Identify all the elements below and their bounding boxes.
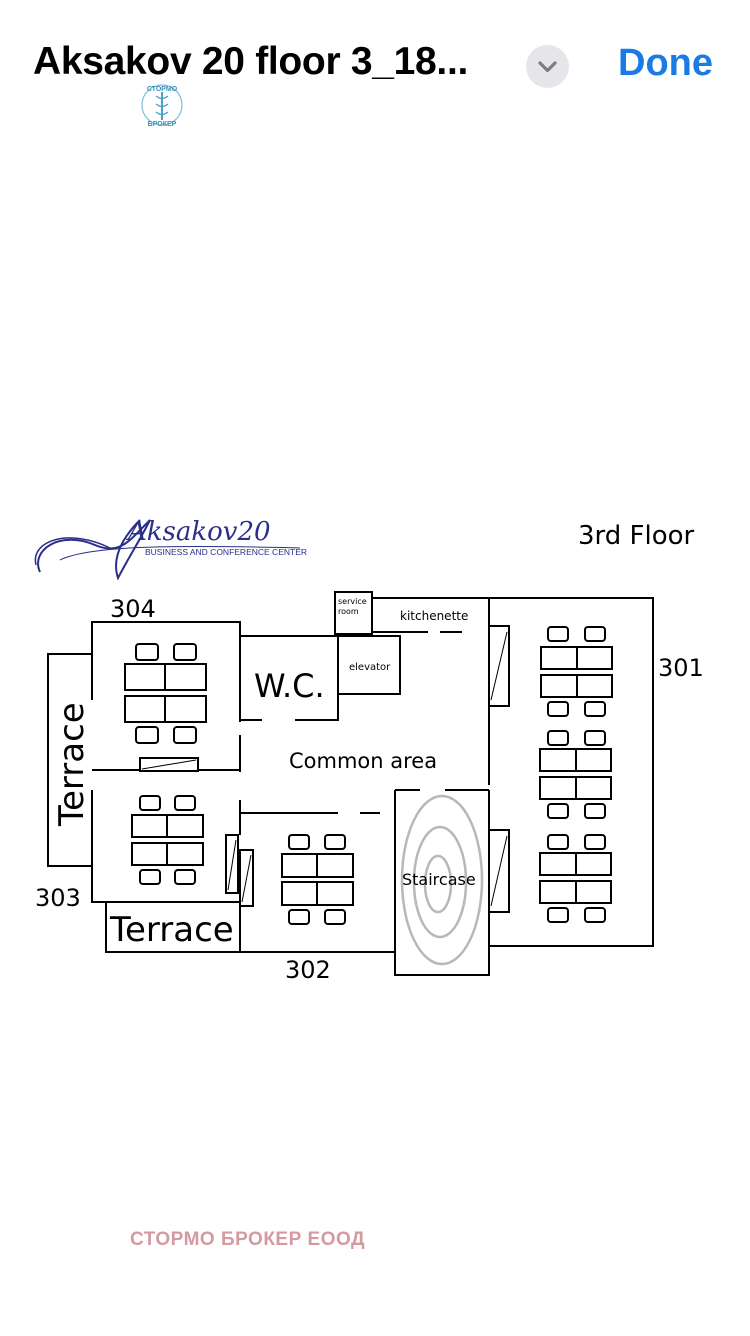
logo-subtitle: BUSINESS AND CONFERENCE CENTER [145, 547, 307, 557]
chevron-down-icon [538, 61, 557, 73]
watermark-text: СТОРМО БРОКЕР ЕООД [130, 1229, 366, 1250]
common-area-label: Common area [289, 749, 437, 773]
staircase-spiral [400, 794, 484, 966]
logo-text-bottom: БРОКЕР [148, 121, 177, 128]
windows [139, 625, 510, 913]
kitchenette-label: kitchenette [400, 609, 468, 623]
terrace-bottom-label: Terrace [109, 910, 234, 950]
logo-text: Aksakov20 [126, 517, 271, 547]
service-room-label: service [338, 597, 367, 606]
room-302-label: 302 [285, 956, 331, 984]
furniture [124, 626, 613, 925]
wc-label: W.C. [254, 667, 325, 705]
done-button[interactable]: Done [618, 42, 713, 84]
floor-title: 3rd Floor [578, 521, 695, 551]
navigation-bar: Aksakov 20 floor 3_18... Done [0, 0, 750, 130]
stormo-broker-logo: СТОРМО БРОКЕР [141, 84, 183, 128]
terrace-left-label: Terrace [52, 702, 92, 827]
document-title: Aksakov 20 floor 3_18... [33, 40, 469, 83]
walls [47, 591, 654, 976]
title-menu-button[interactable] [526, 45, 569, 88]
aksakov-logo: Aksakov20 BUSINESS AND CONFERENCE CENTER [34, 517, 307, 581]
service-room-label-2: room [338, 607, 359, 616]
room-301-label: 301 [658, 654, 704, 682]
staircase-label: Staircase [402, 870, 476, 889]
room-304-label: 304 [110, 595, 156, 623]
elevator-label: elevator [349, 662, 391, 673]
room-303-label: 303 [35, 884, 81, 912]
logo-text-top: СТОРМО [147, 86, 178, 93]
